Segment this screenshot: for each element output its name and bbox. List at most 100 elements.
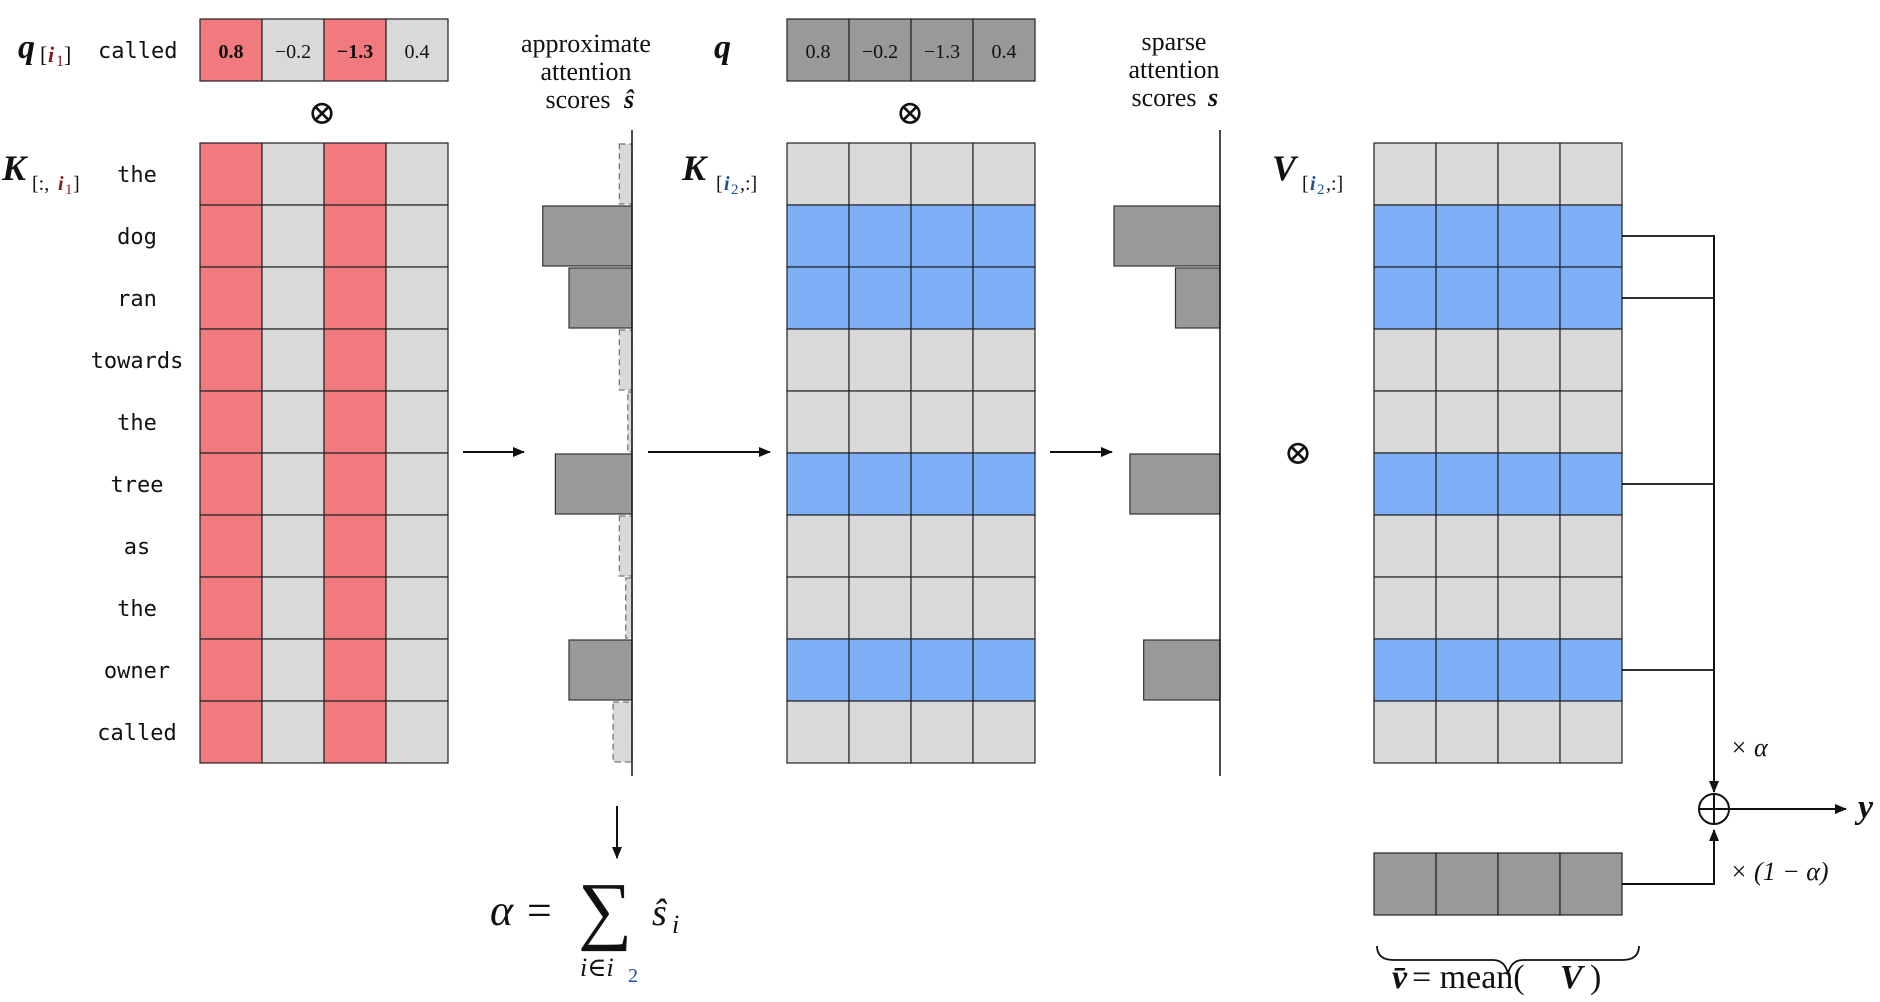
query-vector-i1: 0.8 −0.2 −1.3 0.4 bbox=[199, 18, 449, 82]
k-i1-cell-6-2 bbox=[323, 514, 387, 578]
v-i2-cell-6-2 bbox=[1497, 514, 1561, 578]
vbar-cell-1 bbox=[1435, 852, 1499, 916]
k-i2-cell-0-3 bbox=[972, 142, 1036, 206]
v-i2-cell-4-0 bbox=[1373, 390, 1437, 454]
k-i2-cell-1-0 bbox=[786, 204, 850, 268]
q-label: q bbox=[714, 29, 731, 66]
svg-text:ŝ: ŝ bbox=[652, 892, 668, 934]
q-value-2: −1.3 bbox=[924, 41, 960, 63]
sparse-bar-1 bbox=[1113, 205, 1221, 267]
q-i1-label: q [ i 1 ] bbox=[18, 29, 71, 70]
v-i2-cell-4-3 bbox=[1559, 390, 1623, 454]
svg-text:∑: ∑ bbox=[578, 868, 632, 952]
k-i1-cell-0-2 bbox=[323, 142, 387, 206]
v-i2-cell-0-1 bbox=[1435, 142, 1499, 206]
svg-text:i: i bbox=[724, 173, 730, 195]
k-i2-cell-6-2 bbox=[910, 514, 974, 578]
K-i2-label: K [ i 2 ,:] bbox=[681, 148, 757, 198]
k-i2-cell-4-0 bbox=[786, 390, 850, 454]
svg-text:[: [ bbox=[716, 173, 723, 195]
k-i1-cell-7-0 bbox=[199, 576, 263, 640]
q-i1-value-3: 0.4 bbox=[405, 41, 430, 63]
svg-text:]: ] bbox=[64, 42, 71, 67]
arrow-vbar-to-oplus bbox=[1622, 829, 1719, 885]
svg-text:i: i bbox=[48, 42, 55, 67]
q-i1-value-1: −0.2 bbox=[275, 41, 311, 63]
svg-text:scores: scores bbox=[546, 85, 611, 114]
k-i1-cell-5-3 bbox=[385, 452, 449, 516]
k-i2-cell-5-1 bbox=[848, 452, 912, 516]
k-i2-cell-6-0 bbox=[786, 514, 850, 578]
k-i2-cell-1-3 bbox=[972, 204, 1036, 268]
v-i2-cell-6-0 bbox=[1373, 514, 1437, 578]
value-row-connectors bbox=[1622, 235, 1714, 671]
v-i2-cell-9-1 bbox=[1435, 700, 1499, 764]
v-i2-cell-5-2 bbox=[1497, 452, 1561, 516]
k-i2-cell-4-2 bbox=[910, 390, 974, 454]
q-i1-value-0: 0.8 bbox=[219, 41, 244, 63]
v-i2-cell-2-3 bbox=[1559, 266, 1623, 330]
k-i2-cell-8-0 bbox=[786, 638, 850, 702]
token-label-1: dog bbox=[117, 225, 157, 250]
k-i1-cell-8-2 bbox=[323, 638, 387, 702]
v-i2-cell-3-2 bbox=[1497, 328, 1561, 392]
v-i2-cell-1-2 bbox=[1497, 204, 1561, 268]
sparse-bar-2 bbox=[1174, 267, 1221, 329]
v-i2-cell-0-2 bbox=[1497, 142, 1561, 206]
v-i2-cell-8-1 bbox=[1435, 638, 1499, 702]
svg-text:i∈i: i∈i bbox=[580, 953, 614, 982]
k-i1-cell-5-0 bbox=[199, 452, 263, 516]
q-cell-3 bbox=[972, 18, 1036, 82]
k-i2-cell-3-0 bbox=[786, 328, 850, 392]
svg-text:= mean(: = mean( bbox=[1412, 959, 1525, 996]
svg-text:sparse: sparse bbox=[1142, 27, 1207, 56]
svg-text:V: V bbox=[1272, 148, 1299, 188]
svg-text:q: q bbox=[18, 29, 35, 66]
k-i1-cell-3-2 bbox=[323, 328, 387, 392]
vbar-cell-2 bbox=[1497, 852, 1561, 916]
k-i1-cell-0-1 bbox=[261, 142, 325, 206]
v-i2-cell-9-3 bbox=[1559, 700, 1623, 764]
token-label-9: called bbox=[97, 721, 176, 746]
sparse-score-bars bbox=[1113, 205, 1221, 701]
svg-text:): ) bbox=[1590, 959, 1601, 996]
k-i2-cell-3-3 bbox=[972, 328, 1036, 392]
svg-text:,:]: ,:] bbox=[1326, 173, 1343, 195]
approx-bar-6 bbox=[618, 515, 633, 577]
k-i2-cell-1-2 bbox=[910, 204, 974, 268]
q-i1-cell-0 bbox=[199, 18, 263, 82]
k-i1-cell-9-0 bbox=[199, 700, 263, 764]
otimes-symbol-2: ⊗ bbox=[896, 95, 925, 132]
K-i1-label: K [:, i 1 ] bbox=[1, 148, 80, 198]
v-i2-cell-8-0 bbox=[1373, 638, 1437, 702]
svg-text:1: 1 bbox=[56, 53, 64, 70]
svg-text:[: [ bbox=[1302, 173, 1309, 195]
otimes-symbol-1: ⊗ bbox=[308, 95, 337, 132]
vbar-underbrace bbox=[1376, 945, 1640, 975]
q-i1-value-2: −1.3 bbox=[337, 41, 373, 63]
sparse-bar-8 bbox=[1143, 639, 1221, 701]
k-i2-cell-7-2 bbox=[910, 576, 974, 640]
approx-bar-5 bbox=[554, 453, 633, 515]
times-one-minus-alpha-label: × (1 − α) bbox=[1730, 857, 1829, 886]
k-i2-cell-9-2 bbox=[910, 700, 974, 764]
svg-text:s: s bbox=[1207, 83, 1218, 112]
approx-bar-9 bbox=[612, 701, 633, 763]
q-value-0: 0.8 bbox=[806, 41, 831, 63]
alpha-formula: α = ∑ ŝ i i∈i 2 bbox=[490, 868, 679, 987]
v-i2-cell-5-1 bbox=[1435, 452, 1499, 516]
approx-score-bars bbox=[542, 143, 633, 763]
svg-text:K: K bbox=[681, 148, 709, 188]
k-i1-cell-4-3 bbox=[385, 390, 449, 454]
sparse-bar-5 bbox=[1129, 453, 1221, 515]
svg-text:v̄: v̄ bbox=[1392, 959, 1408, 996]
v-i2-cell-5-0 bbox=[1373, 452, 1437, 516]
k-i1-cell-9-3 bbox=[385, 700, 449, 764]
svg-text:K: K bbox=[1, 148, 29, 188]
k-i1-cell-1-1 bbox=[261, 204, 325, 268]
svg-text:2: 2 bbox=[1317, 182, 1325, 198]
k-i2-cell-5-0 bbox=[786, 452, 850, 516]
